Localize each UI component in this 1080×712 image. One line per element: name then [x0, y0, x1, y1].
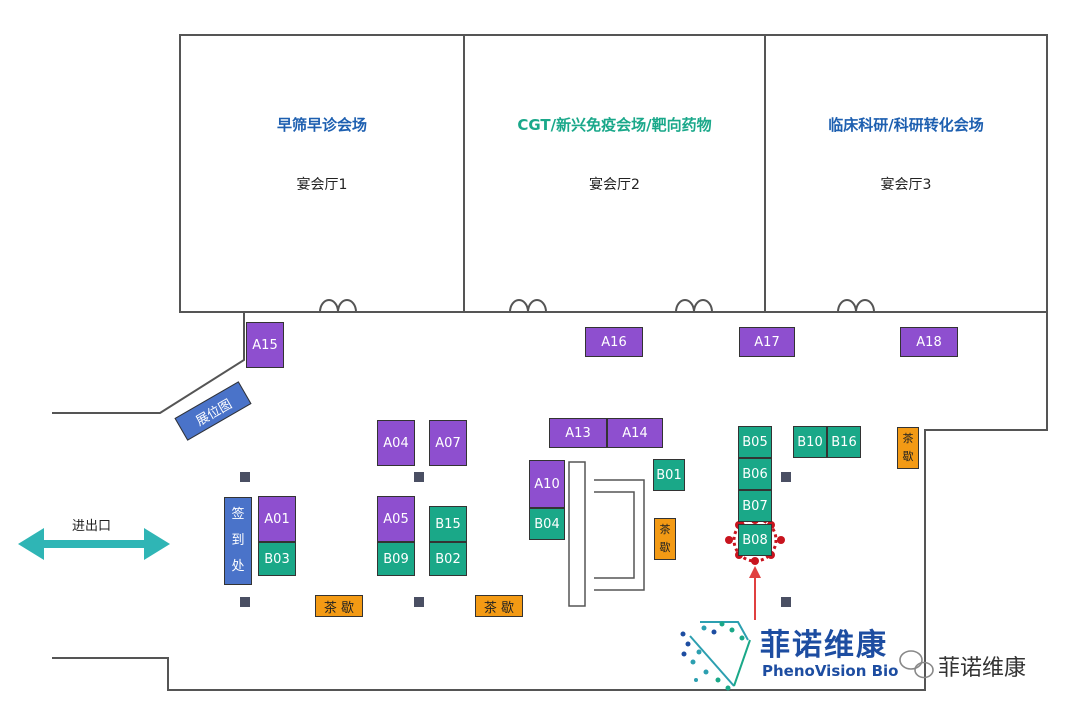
booth-a01[interactable]: A01 — [258, 496, 296, 542]
hall-1-title: 早筛早诊会场 — [276, 116, 367, 134]
checkin-desk: 签 到 处 — [224, 497, 252, 585]
booth-b10[interactable]: B10 — [793, 426, 827, 458]
hall-2-room: 宴会厅2 — [589, 177, 640, 193]
booth-a17[interactable]: A17 — [739, 327, 795, 357]
display-table — [568, 461, 586, 607]
pillar — [781, 472, 791, 482]
logo-mark-icon — [680, 621, 751, 691]
booth-b07[interactable]: B07 — [738, 490, 772, 522]
corridor-wall — [640, 312, 1048, 691]
tea-break-3: 茶 歇 — [654, 518, 676, 560]
checkin-char: 签 — [231, 507, 245, 522]
booth-b08[interactable]: B08 — [738, 524, 772, 556]
booth-a16[interactable]: A16 — [585, 327, 643, 357]
hall-1-room: 宴会厅1 — [296, 177, 348, 193]
pillar — [240, 472, 250, 482]
booth-b04[interactable]: B04 — [529, 508, 565, 540]
booth-a15[interactable]: A15 — [246, 322, 284, 368]
door-icon — [675, 299, 713, 313]
booth-a14[interactable]: A14 — [607, 418, 663, 448]
corridor-wall — [52, 657, 640, 691]
tea-char: 歇 — [659, 541, 671, 554]
booth-a18[interactable]: A18 — [900, 327, 958, 357]
booth-b02[interactable]: B02 — [429, 542, 467, 576]
tea-char: 歇 — [902, 450, 914, 463]
booth-b01[interactable]: B01 — [653, 459, 685, 491]
pillar — [414, 472, 424, 482]
booth-a05[interactable]: A05 — [377, 496, 415, 542]
pillar — [414, 597, 424, 607]
hall-3-room: 宴会厅3 — [880, 177, 932, 193]
booth-a13[interactable]: A13 — [549, 418, 607, 448]
pillar — [240, 597, 250, 607]
door-icon — [509, 299, 547, 313]
door-icon — [837, 299, 875, 313]
booth-b05[interactable]: B05 — [738, 426, 772, 458]
tea-char: 茶 — [659, 523, 671, 536]
hall-2-title: CGT/新兴免疫会场/靶向药物 — [517, 116, 712, 134]
booth-a10[interactable]: A10 — [529, 460, 565, 508]
door-icon — [319, 299, 357, 313]
hall-3-title: 临床科研/科研转化会场 — [828, 116, 984, 134]
display-table — [594, 479, 645, 591]
booth-b09[interactable]: B09 — [377, 542, 415, 576]
booth-b06[interactable]: B06 — [738, 458, 772, 490]
corridor-wall — [52, 312, 245, 414]
logo-text-en: PhenoVision Bio — [762, 662, 899, 680]
tea-break-2: 茶 歇 — [475, 595, 523, 617]
tea-char: 茶 — [902, 432, 914, 445]
checkin-char: 处 — [231, 559, 245, 574]
tea-break-4: 茶 歇 — [897, 427, 919, 469]
exit-label: 进出口 — [72, 519, 112, 534]
display-table — [594, 491, 635, 579]
booth-a04[interactable]: A04 — [377, 420, 415, 466]
booth-a07[interactable]: A07 — [429, 420, 467, 466]
pillar — [781, 597, 791, 607]
booth-b03[interactable]: B03 — [258, 542, 296, 576]
wechat-icon — [899, 650, 934, 679]
exit-arrow-icon — [18, 528, 170, 560]
logo-text-cn: 菲诺维康 — [760, 628, 888, 663]
checkin-char: 到 — [231, 533, 245, 548]
booth-b15[interactable]: B15 — [429, 506, 467, 542]
hall-3-outline — [764, 34, 1048, 313]
watermark-text: 菲诺维康 — [938, 656, 1027, 681]
pointer-arrow-icon — [749, 566, 761, 620]
booth-b16[interactable]: B16 — [827, 426, 861, 458]
tea-break-1: 茶 歇 — [315, 595, 363, 617]
